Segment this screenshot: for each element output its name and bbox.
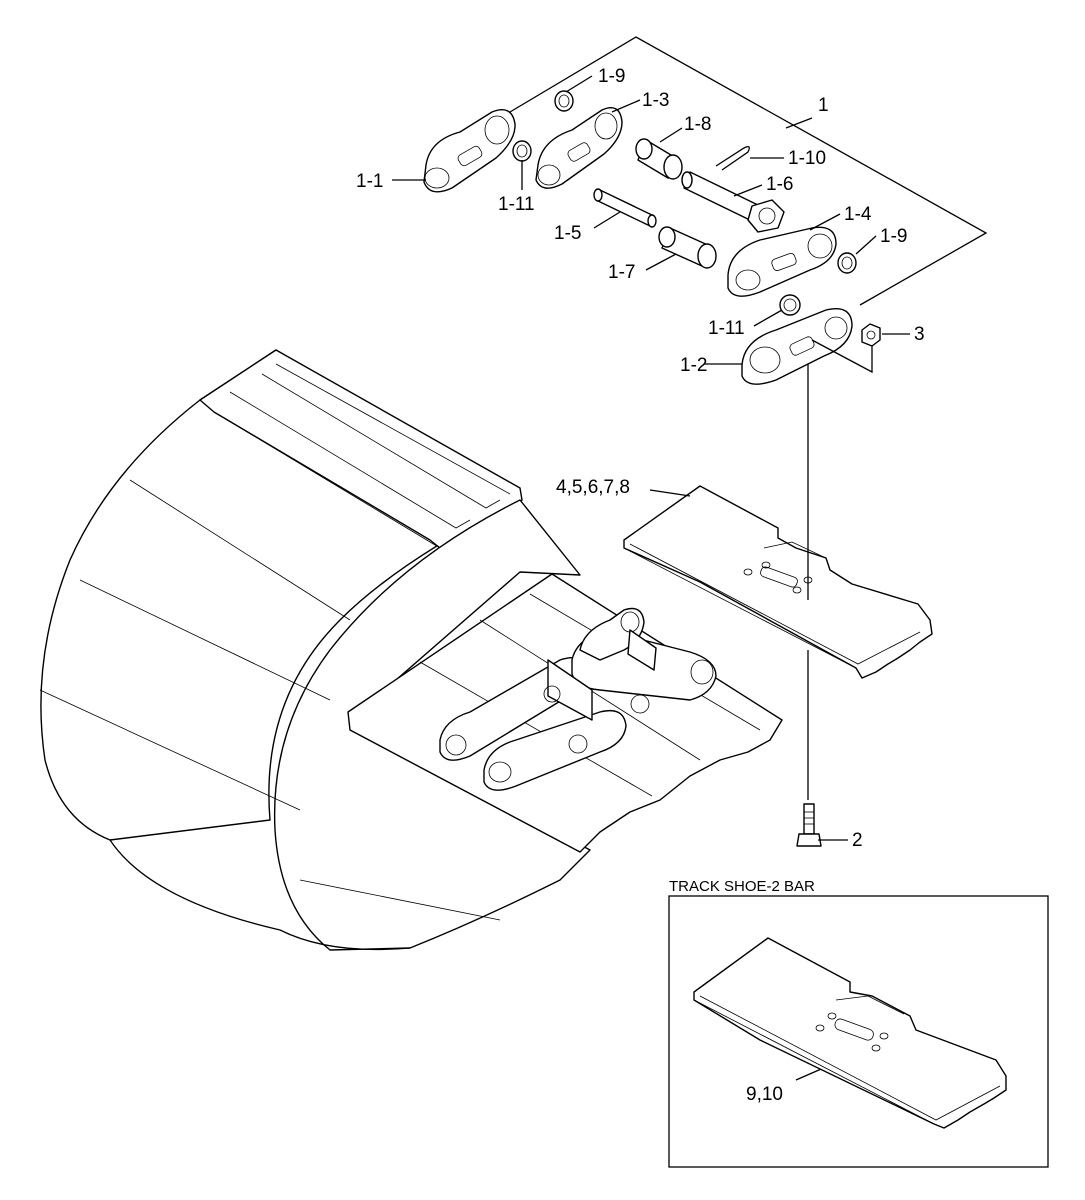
callout-1-9-upper: 1-9 (598, 66, 625, 87)
link-1-3 (535, 107, 623, 189)
callout-1-7: 1-7 (608, 262, 635, 283)
leader-lines (392, 75, 910, 1081)
callout-1-11-lower: 1-11 (708, 318, 745, 339)
callout-3: 3 (914, 324, 925, 345)
inset-title: TRACK SHOE-2 BAR (669, 878, 815, 895)
exploded-group-outline (509, 36, 988, 306)
callout-1-6: 1-6 (766, 174, 793, 195)
callout-1-4: 1-4 (844, 204, 872, 225)
callout-1-8: 1-8 (684, 114, 711, 135)
bushing-1-7 (658, 226, 717, 269)
seal-1-11-upper (512, 140, 532, 162)
seal-1-11-lower (779, 294, 801, 316)
callout-labels: 1 1-9 1-3 1-8 1-10 1-6 1-1 1-11 1-5 1-4 … (356, 66, 925, 1105)
callout-1-11-upper: 1-11 (498, 194, 535, 215)
track-shoe-3-bar (623, 485, 933, 679)
link-1-4 (727, 226, 837, 297)
inset-track-shoe-2-bar: TRACK SHOE-2 BAR (668, 878, 1049, 1168)
bushing-1-8 (635, 138, 683, 180)
nut-3 (861, 323, 881, 347)
cotter-pin-1-10 (715, 146, 750, 171)
link-1-2 (741, 308, 853, 385)
track-assembly-outline (39, 349, 783, 951)
callout-1-1: 1-1 (356, 171, 383, 192)
seal-1-9-lower (837, 252, 857, 274)
callout-1: 1 (818, 95, 829, 116)
pin-1-5 (593, 188, 657, 228)
callout-1-2: 1-2 (680, 355, 707, 376)
callout-1-5: 1-5 (554, 223, 581, 244)
callout-1-9-lower: 1-9 (880, 226, 907, 247)
callout-2: 2 (852, 830, 863, 851)
seal-1-9-upper (554, 90, 574, 112)
callout-1-10: 1-10 (788, 148, 826, 169)
bolt-2 (796, 803, 822, 847)
callout-9-10: 9,10 (746, 1084, 783, 1105)
link-1-1 (423, 109, 516, 193)
callout-4-5-6-7-8: 4,5,6,7,8 (556, 477, 630, 498)
master-pin-1-6 (681, 171, 785, 233)
callout-1-3: 1-3 (642, 90, 669, 111)
